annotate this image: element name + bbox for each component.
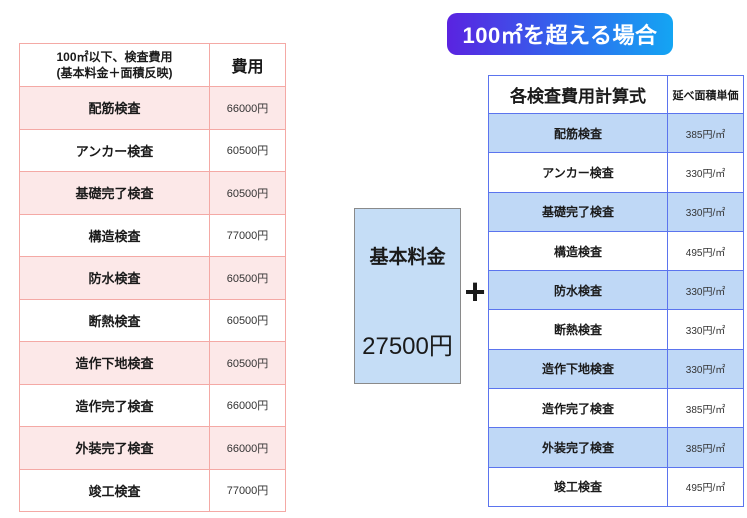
- unit-price-cell: 330円/㎡: [667, 191, 744, 232]
- fee-cell: 66000円: [209, 426, 286, 470]
- fee-cell: 77000円: [209, 468, 286, 512]
- inspection-label-cell: 断熱検査: [488, 309, 668, 350]
- unit-price-cell: 330円/㎡: [667, 309, 744, 350]
- inspection-label-cell: 基礎完了検査: [488, 191, 668, 232]
- inspection-label-cell: 外装完了検査: [19, 426, 210, 470]
- over-100sqm-badge: 100㎡を超える場合: [447, 13, 673, 55]
- inspection-label-cell: 断熱検査: [19, 298, 210, 342]
- cost-column-header: 費用: [209, 43, 286, 87]
- inspection-label-cell: 造作完了検査: [488, 388, 668, 429]
- fee-cell: 66000円: [209, 383, 286, 427]
- base-fee-box: 基本料金 27500円: [354, 208, 461, 384]
- unit-price-cell: 495円/㎡: [667, 230, 744, 272]
- inspection-label-cell: 基礎完了検査: [19, 171, 210, 215]
- inspection-label-cell: 造作下地検査: [488, 348, 668, 390]
- fee-cell: 60500円: [209, 171, 286, 215]
- unit-price-cell: 330円/㎡: [667, 270, 744, 311]
- inspection-label-cell: 配筋検査: [19, 86, 210, 130]
- inspection-label-cell: 防水検査: [488, 270, 668, 311]
- fee-cell: 60500円: [209, 298, 286, 342]
- inspection-label-cell: 防水検査: [19, 256, 210, 300]
- left-table-title-line2: (基本料金＋面積反映): [56, 66, 173, 80]
- plus-sign: +: [464, 271, 486, 312]
- inspection-label-cell: アンカー検査: [488, 152, 668, 193]
- inspection-label-cell: アンカー検査: [19, 128, 210, 172]
- unit-price-cell: 495円/㎡: [667, 466, 744, 507]
- inspection-label-cell: 造作完了検査: [19, 383, 210, 427]
- fee-cell: 77000円: [209, 213, 286, 257]
- inspection-label-cell: 竣工検査: [488, 466, 668, 507]
- inspection-label-cell: 配筋検査: [488, 112, 668, 154]
- unit-price-cell: 385円/㎡: [667, 427, 744, 468]
- unit-price-cell: 330円/㎡: [667, 348, 744, 390]
- fee-cell: 60500円: [209, 341, 286, 385]
- unit-price-cell: 385円/㎡: [667, 388, 744, 429]
- base-fee-label: 基本料金: [369, 247, 446, 268]
- inspection-label-cell: 外装完了検査: [488, 427, 668, 468]
- fee-cell: 60500円: [209, 256, 286, 300]
- left-table-title-cell: 100㎡以下、検査費用 (基本料金＋面積反映): [19, 43, 210, 87]
- unit-price-column-header: 延べ面積単価: [667, 75, 744, 114]
- fee-cell: 66000円: [209, 86, 286, 130]
- inspection-label-cell: 構造検査: [488, 230, 668, 272]
- table-header-row: 各検査費用計算式 延べ面積単価: [488, 75, 744, 114]
- right-table-title-cell: 各検査費用計算式: [488, 75, 668, 114]
- base-fee-amount: 27500円: [362, 333, 453, 360]
- left-table-title-line1: 100㎡以下、検査費用: [56, 49, 173, 64]
- unit-price-cell: 330円/㎡: [667, 152, 744, 193]
- unit-price-cell: 385円/㎡: [667, 112, 744, 154]
- inspection-label-cell: 構造検査: [19, 213, 210, 257]
- inspection-label-cell: 造作下地検査: [19, 341, 210, 385]
- fee-cell: 60500円: [209, 128, 286, 172]
- table-header-row: 100㎡以下、検査費用 (基本料金＋面積反映) 費用: [19, 43, 286, 87]
- inspection-label-cell: 竣工検査: [19, 468, 210, 512]
